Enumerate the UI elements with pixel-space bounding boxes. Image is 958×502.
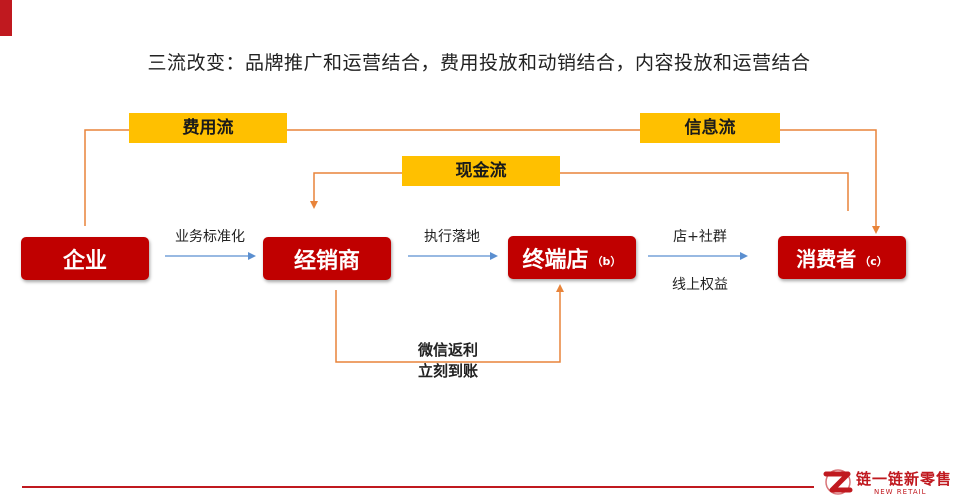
- node-distributor: 经销商: [263, 237, 391, 280]
- node-consumer-sub: （c）: [859, 254, 888, 268]
- bottom-loop-line: [335, 284, 564, 363]
- edge-label-online-rights: 线上权益: [672, 277, 728, 293]
- flow-label-info: 信息流: [640, 113, 780, 143]
- node-terminal-label: 终端店: [522, 247, 589, 273]
- edge-label-standardization: 业务标准化: [175, 229, 245, 245]
- footer-divider: [22, 486, 814, 488]
- node-consumer-label: 消费者: [796, 247, 857, 271]
- logo-subtext: NEW RETAIL: [874, 488, 927, 496]
- outer-loop-line: [84, 129, 880, 234]
- flow-label-fee: 费用流: [129, 113, 287, 143]
- loop-label: 微信返利 立刻到账: [398, 340, 498, 382]
- node-enterprise: 企业: [21, 237, 149, 280]
- edge-label-store-community: 店+社群: [673, 229, 727, 245]
- corner-accent: [0, 0, 12, 36]
- node-distributor-label: 经销商: [293, 248, 360, 274]
- inner-loop-line: [310, 172, 849, 211]
- node-terminal-sub: （b）: [591, 254, 622, 268]
- edge-label-execution: 执行落地: [424, 229, 480, 245]
- flow-label-cash: 现金流: [402, 156, 560, 186]
- node-enterprise-label: 企业: [62, 248, 107, 274]
- page-title: 三流改变：品牌推广和运营结合，费用投放和动销结合，内容投放和运营结合: [147, 52, 811, 74]
- node-terminal: 终端店 （b）: [508, 236, 636, 279]
- logo-swirl-icon: [823, 469, 853, 495]
- logo-text: 链一链新零售: [856, 470, 953, 488]
- loop-label-line2: 立刻到账: [417, 362, 478, 380]
- brand-logo: 链一链新零售 NEW RETAIL: [822, 466, 952, 498]
- loop-label-line1: 微信返利: [417, 341, 478, 359]
- node-consumer: 消费者 （c）: [778, 236, 906, 279]
